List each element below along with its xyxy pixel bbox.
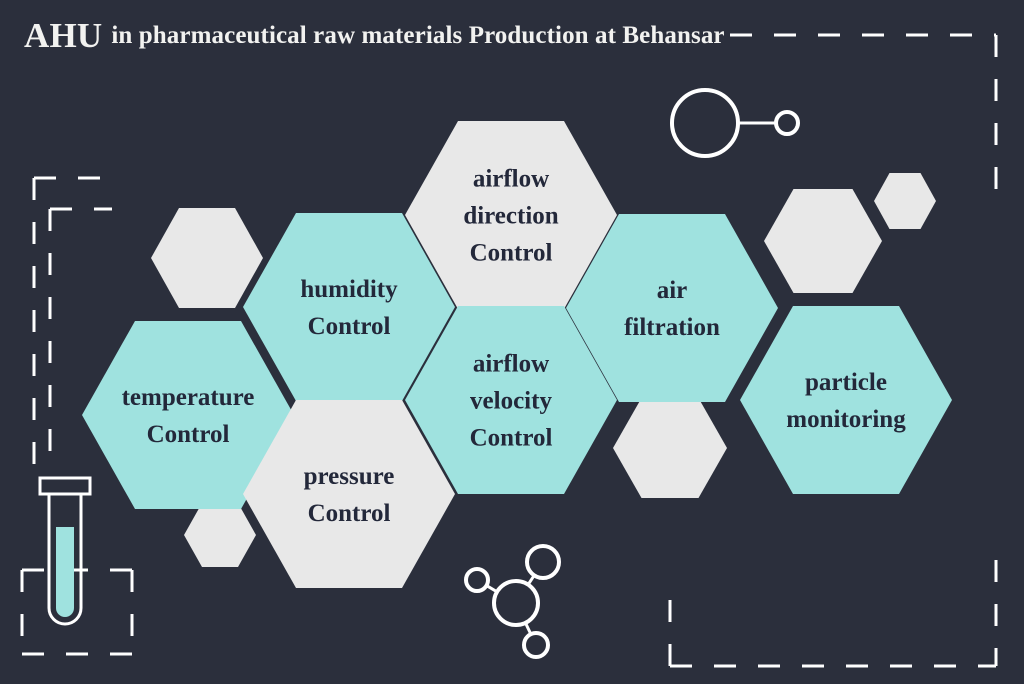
label-line: Control bbox=[308, 313, 391, 340]
dashed-frames bbox=[20, 33, 998, 668]
label-line: Control bbox=[470, 240, 553, 267]
label-line: velocity bbox=[470, 388, 552, 415]
label-line: filtration bbox=[624, 314, 720, 341]
label-line: particle bbox=[805, 369, 887, 396]
deco-hex-upper-right bbox=[764, 189, 882, 293]
humidity-control-shape bbox=[243, 213, 455, 401]
molecule-icon-top-right bbox=[670, 88, 800, 158]
page-title-acronym: AHU bbox=[24, 16, 103, 55]
pressure-control-shape bbox=[243, 400, 455, 588]
label-line: Control bbox=[147, 421, 230, 448]
test-tube-liquid-icon bbox=[56, 527, 74, 617]
air-filtration-label: air filtration bbox=[624, 277, 720, 341]
molecule-node-icon-2 bbox=[464, 567, 490, 593]
molecule-bond-line bbox=[524, 623, 532, 634]
molecule-icon-bottom-center bbox=[464, 544, 561, 659]
label-line: airflow bbox=[473, 351, 549, 378]
deco-hex-upper-left bbox=[151, 208, 263, 308]
label-line: temperature bbox=[122, 384, 255, 411]
test-tube-icon bbox=[38, 476, 92, 626]
label-line: Control bbox=[308, 500, 391, 527]
label-line: pressure bbox=[304, 463, 395, 490]
page-title: AHU in pharmaceutical raw materials Prod… bbox=[0, 0, 1024, 72]
hexagon-air-filtration[interactable]: air filtration bbox=[566, 214, 778, 402]
label-line: humidity bbox=[300, 276, 398, 303]
label-line: direction bbox=[463, 203, 558, 230]
molecule-small-node-icon bbox=[774, 110, 800, 136]
molecule-center-node-icon bbox=[492, 579, 540, 627]
deco-hex-lower-left bbox=[184, 503, 256, 567]
label-line: Control bbox=[470, 425, 553, 452]
air-filtration-shape bbox=[566, 214, 778, 402]
molecule-node-icon-3 bbox=[522, 631, 550, 659]
particle-monitoring-shape bbox=[740, 306, 952, 494]
particle-monitoring-label: particle monitoring bbox=[786, 369, 906, 433]
label-line: monitoring bbox=[786, 406, 906, 433]
molecule-node-icon-1 bbox=[525, 544, 561, 580]
deco-hex-center-right bbox=[613, 398, 727, 498]
hexagon-particle-monitoring[interactable]: particle monitoring bbox=[740, 306, 952, 494]
molecule-bond-line bbox=[527, 575, 535, 585]
deco-hex-far-right bbox=[874, 173, 936, 229]
test-tube-body-icon bbox=[47, 492, 83, 626]
molecule-bond-line bbox=[486, 584, 497, 593]
airflow-direction-control-shape bbox=[405, 121, 617, 309]
label-line: airflow bbox=[473, 166, 549, 193]
airflow-velocity-control-shape bbox=[405, 306, 617, 494]
label-line: air bbox=[657, 277, 688, 304]
page-title-subtitle: in pharmaceutical raw materials Producti… bbox=[111, 22, 725, 49]
decorative-hexagons bbox=[151, 173, 936, 567]
temperature-control-shape bbox=[82, 321, 294, 509]
